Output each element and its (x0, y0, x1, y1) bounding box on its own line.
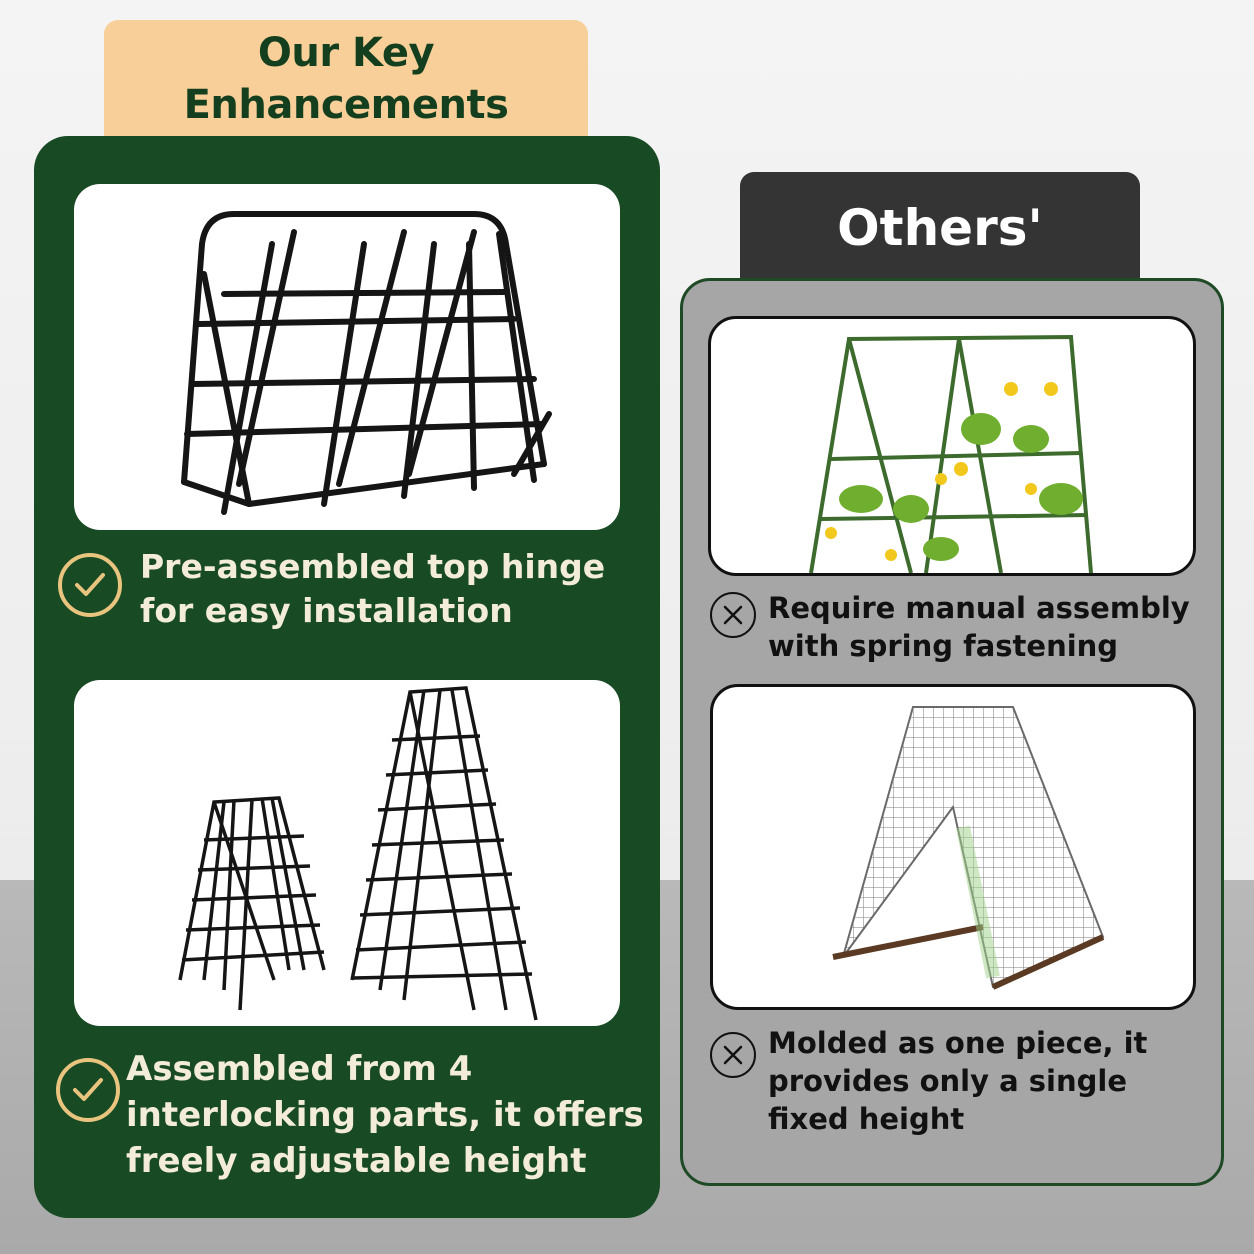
key-enhancements-header: Our Key Enhancements (104, 20, 588, 138)
x-circle-icon (710, 592, 756, 638)
green-trellis-with-vines-illustration (809, 334, 1093, 573)
molded-trellis-image (710, 684, 1196, 1010)
others-title: Others' (837, 199, 1043, 257)
two-trellis-heights-illustration (178, 686, 538, 1021)
x-circle-icon (710, 1032, 756, 1078)
feature-text-hinge: Pre-assembled top hinge for easy install… (140, 547, 606, 630)
key-enhancements-title: Our Key Enhancements (183, 30, 509, 128)
hinged-trellis-image (74, 184, 620, 530)
a-frame-trellis-illustration (181, 211, 552, 515)
feature-text-adjustable: Assembled from 4 interlocking parts, it … (126, 1049, 644, 1181)
check-circle-icon (56, 1058, 120, 1122)
spring-trellis-image (708, 316, 1196, 576)
drawback-text-single-height: Molded as one piece, it provides only a … (768, 1026, 1148, 1136)
others-header: Others' (740, 172, 1140, 284)
mesh-a-frame-trellis-illustration (832, 706, 1105, 990)
drawback-text-manual-assembly: Require manual assembly with spring fast… (768, 591, 1190, 663)
interlocking-trellis-image (74, 680, 620, 1026)
check-circle-icon (58, 553, 122, 617)
